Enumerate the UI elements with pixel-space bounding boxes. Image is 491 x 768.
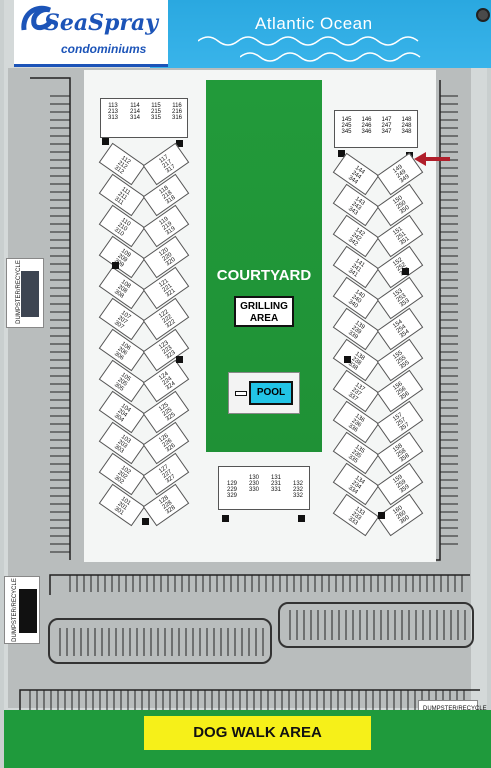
wave-icon — [240, 52, 421, 62]
unit-stack: 147 247 347 — [381, 117, 392, 135]
dumpster-bin-icon — [21, 271, 39, 317]
unit-stack: 113 213 313 — [107, 103, 118, 121]
pool: POOL — [249, 381, 293, 405]
logo-wordmark: SeaSpray — [44, 10, 159, 36]
grilling-area: GRILLING AREA — [234, 296, 294, 327]
grilling-label-line2: AREA — [249, 313, 279, 324]
stairwell-icon — [112, 262, 119, 269]
mount-screw-icon — [476, 8, 490, 22]
stairwell-icon — [176, 140, 183, 147]
wave-icon — [198, 36, 419, 46]
courtyard-label: COURTYARD — [216, 267, 312, 284]
unit-stack: 148 248 348 — [401, 117, 412, 135]
unit-stack: 146 246 346 — [361, 117, 372, 135]
stairwell-icon — [338, 150, 345, 157]
unit-stack: 114 214 314 — [129, 103, 140, 121]
building-top-right: 145 245 345 146 246 346 147 247 347 148 … — [334, 110, 418, 148]
dumpster-recycle-upper-left: DUMPSTER/RECYCLE — [6, 258, 44, 328]
unit-stack: 130 230 330 — [248, 475, 259, 493]
dumpster-label: DUMPSTER/RECYCLE — [11, 578, 18, 642]
unit-stack: 131 231 331 — [270, 475, 281, 493]
ocean-label: Atlantic Ocean — [255, 14, 373, 33]
unit-stack: 129 229 329 — [226, 481, 237, 499]
stairwell-icon — [344, 356, 351, 363]
pool-steps — [235, 391, 247, 396]
unit-stack: 132 232 332 — [292, 481, 303, 499]
dog-walk-label: DOG WALK AREA — [144, 716, 371, 750]
stairwell-icon — [222, 515, 229, 522]
unit-stack: 115 215 315 — [150, 103, 161, 121]
wave-swirl-icon — [21, 5, 53, 31]
dumpster-recycle-lower-left: DUMPSTER/RECYCLE — [4, 576, 40, 644]
stairwell-icon — [298, 515, 305, 522]
stairwell-icon — [402, 268, 409, 275]
unit-stack: 116 216 316 — [171, 103, 182, 121]
stairwell-icon — [102, 138, 109, 145]
building-top-left: 113 213 313 114 214 314 115 215 315 116 … — [100, 98, 188, 138]
grilling-label-line1: GRILLING — [240, 301, 288, 312]
stairwell-icon — [176, 356, 183, 363]
unit-stack: 145 245 345 — [341, 117, 352, 135]
logo-subtitle: condominiums — [61, 42, 147, 56]
you-are-here-arrow-icon — [414, 152, 450, 166]
dumpster-label: DUMPSTER/RECYCLE — [423, 706, 487, 712]
building-bottom-center: 129 229 329 130 230 330 131 231 331 132 … — [218, 466, 310, 510]
parking-row-lower-left — [48, 618, 272, 664]
dumpster-bin-icon — [19, 589, 37, 633]
stairwell-icon — [142, 518, 149, 525]
parking-row-bottom-edge — [19, 689, 480, 712]
ocean-banner: Atlantic Ocean — [150, 0, 491, 68]
stairwell-icon — [378, 512, 385, 519]
parking-row-lower-right — [278, 602, 474, 648]
pool-deck: POOL — [228, 372, 300, 414]
courtyard: COURTYARD GRILLING AREA POOL — [206, 80, 322, 452]
seaspray-logo: SeaSpray condominiums — [14, 0, 168, 67]
